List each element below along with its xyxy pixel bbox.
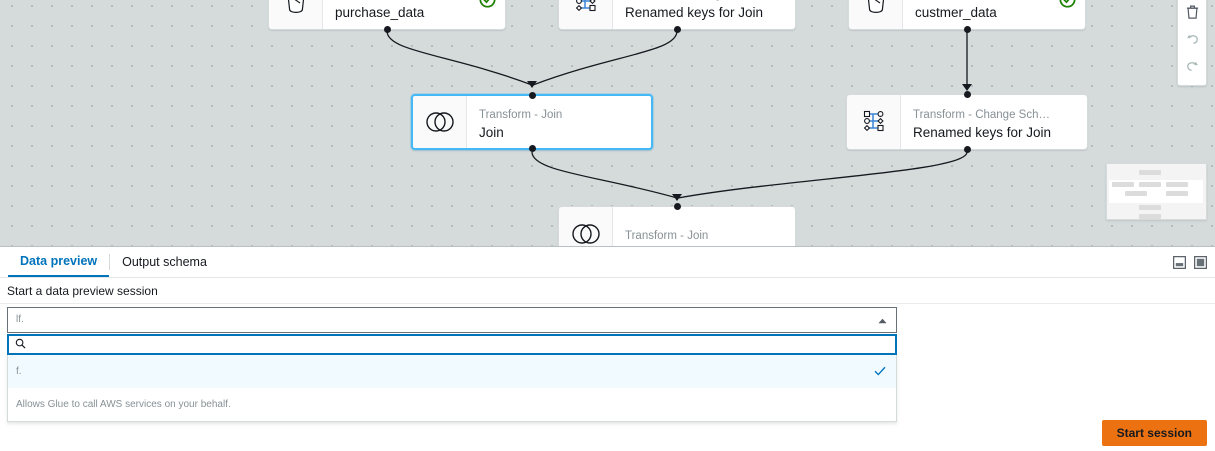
node-title: Join (479, 124, 504, 140)
iam-role-option-selected[interactable]: f. (8, 355, 896, 388)
trash-icon[interactable] (1178, 0, 1206, 25)
session-title: Start a data preview session (0, 278, 1215, 304)
full-view-icon[interactable] (1194, 256, 1207, 269)
option-sub-text: Allows Glue to call AWS services on your… (16, 398, 231, 410)
minimap-node (1112, 182, 1134, 187)
minimap-node (1166, 182, 1188, 187)
iam-role-option[interactable]: Allows Glue to call AWS services on your… (8, 388, 896, 421)
join-icon (413, 96, 467, 148)
node-input-port[interactable] (528, 92, 536, 99)
iam-role-search-input[interactable] (31, 336, 889, 353)
node-renamed-keys-for-join-1[interactable]: Transform - Change Sch… Renamed keys for… (558, 0, 796, 33)
minimap-node (1139, 170, 1161, 175)
node-title: Renamed keys for Join (625, 4, 764, 20)
node-custmer-data[interactable]: Data source - S3 bucket custmer_data (848, 0, 1086, 33)
join-icon (559, 207, 613, 246)
status-ok-icon (479, 0, 496, 13)
node-output-port[interactable] (673, 26, 681, 33)
search-icon (15, 336, 26, 354)
split-view-icon[interactable] (1173, 256, 1186, 269)
node-subtitle: Transform - Change Sch… (913, 108, 1050, 121)
node-input-port[interactable] (963, 91, 971, 98)
node-output-port[interactable] (963, 146, 971, 153)
panel-tabbar: Data preview Output schema (0, 247, 1215, 278)
check-icon (874, 363, 886, 381)
node-subtitle: Transform - Join (625, 230, 709, 242)
node-renamed-keys-for-join-2[interactable]: Transform - Change Sch… Renamed keys for… (846, 91, 1088, 153)
minimap-viewport (1109, 170, 1203, 219)
node-title: custmer_data (915, 4, 997, 20)
node-join[interactable]: Transform - Join Join (411, 92, 653, 152)
chevron-up-icon[interactable] (878, 311, 887, 329)
node-title: purchase_data (335, 4, 425, 20)
change-schema-icon (847, 95, 901, 149)
canvas-toolbar (1177, 0, 1207, 86)
iam-role-search-row[interactable] (7, 334, 897, 355)
minimap-node (1139, 205, 1161, 210)
iam-role-selected-sub: lf. (16, 314, 24, 325)
node-input-port[interactable] (673, 203, 681, 210)
iam-role-select[interactable]: lf. (7, 307, 897, 333)
change-schema-icon (559, 0, 613, 29)
iam-role-dropdown: f. Allows Glue to call AWS services on y… (7, 355, 897, 422)
node-subtitle: Transform - Join (479, 108, 563, 121)
node-output-port[interactable] (383, 26, 391, 33)
bottom-panel: Data preview Output schema Sta (0, 246, 1215, 451)
start-session-button[interactable]: Start session (1101, 420, 1207, 446)
minimap[interactable] (1106, 163, 1207, 220)
node-purchase-data[interactable]: Data source - S3 bucket purchase_data (268, 0, 506, 33)
node-join-2[interactable]: Transform - Join (558, 203, 796, 246)
minimap-node (1125, 191, 1147, 196)
minimap-node (1139, 182, 1161, 187)
job-graph-canvas[interactable]: Data source - S3 bucket purchase_data (0, 0, 1215, 246)
node-output-port[interactable] (528, 145, 536, 152)
status-ok-icon (1059, 0, 1076, 13)
node-output-port[interactable] (963, 26, 971, 33)
iam-role-select-wrapper: lf. f. (7, 307, 897, 422)
tab-divider (109, 254, 111, 270)
s3-bucket-icon (849, 0, 903, 29)
graph-edges (386, 30, 972, 201)
undo-icon[interactable] (1178, 25, 1206, 52)
minimap-node (1166, 191, 1188, 196)
panel-view-icons (1173, 247, 1207, 278)
node-title: Renamed keys for Join (913, 124, 1052, 140)
tab-data-preview[interactable]: Data preview (8, 247, 110, 277)
redo-icon[interactable] (1178, 52, 1206, 79)
s3-bucket-icon (269, 0, 323, 29)
tab-output-schema[interactable]: Output schema (122, 255, 207, 269)
option-sub-text: f. (16, 365, 22, 377)
minimap-node (1139, 214, 1161, 219)
